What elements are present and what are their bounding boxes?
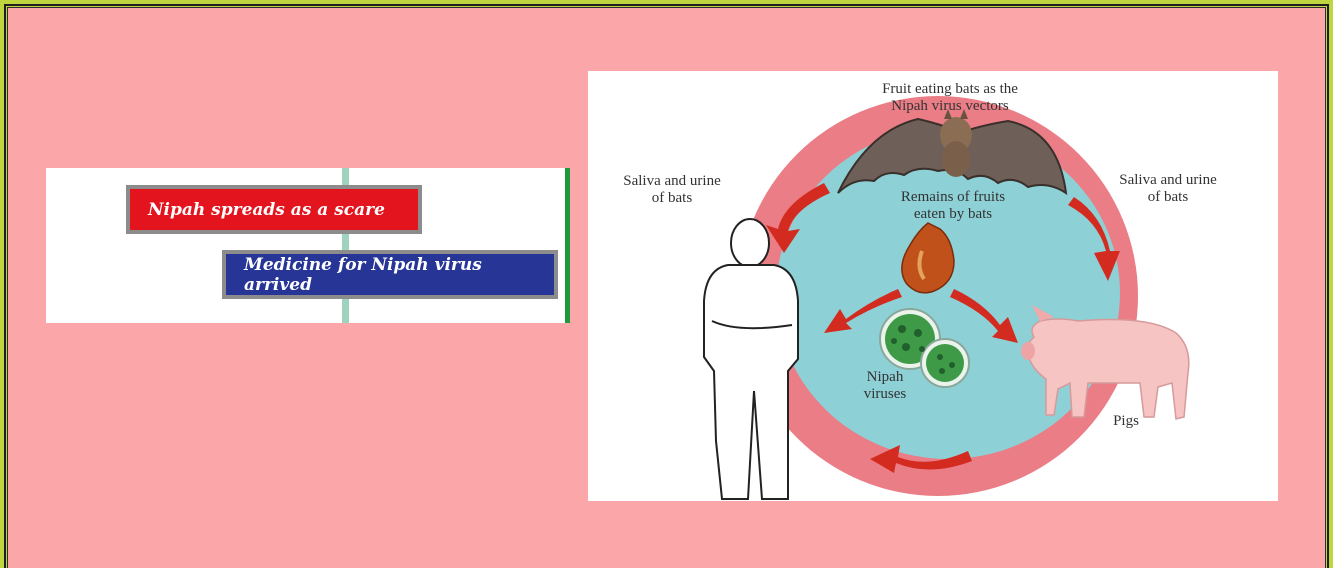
human-icon [703, 218, 799, 500]
cycle-arrow-icon [766, 183, 1120, 473]
headline-nipah-scare: Nipah spreads as a scare [126, 185, 422, 234]
label-nipah-viruses: Nipah viruses [863, 369, 907, 402]
label-bats-vectors: Fruit eating bats as the Nipah virus vec… [882, 81, 1018, 114]
virus-icon [879, 308, 970, 388]
headline-medicine-arrived: Medicine for Nipah virus arrived [222, 250, 558, 299]
timeline-divider [342, 168, 349, 323]
nipah-transmission-diagram: Fruit eating bats as the Nipah virus vec… [588, 71, 1278, 501]
panel-edge-bar [565, 168, 570, 323]
pig-icon [1021, 305, 1190, 420]
news-headlines-panel: Nipah spreads as a scare Medicine for Ni… [46, 168, 570, 323]
label-pigs: Pigs [1113, 413, 1139, 429]
frame-border [4, 4, 1329, 568]
label-fruit-remains: Remains of fruits eaten by bats [900, 189, 1006, 222]
diagram-graphic [703, 96, 1190, 500]
bat-icon [837, 109, 1068, 196]
fruit-spread-arrows [824, 289, 1018, 343]
cycle-inner-area [776, 127, 1120, 459]
label-saliva-urine-left: Saliva and urine of bats [623, 173, 721, 206]
label-saliva-urine-right: Saliva and urine of bats [1119, 172, 1217, 205]
diagram-caption [818, 489, 1218, 501]
fruit-icon [901, 222, 955, 294]
